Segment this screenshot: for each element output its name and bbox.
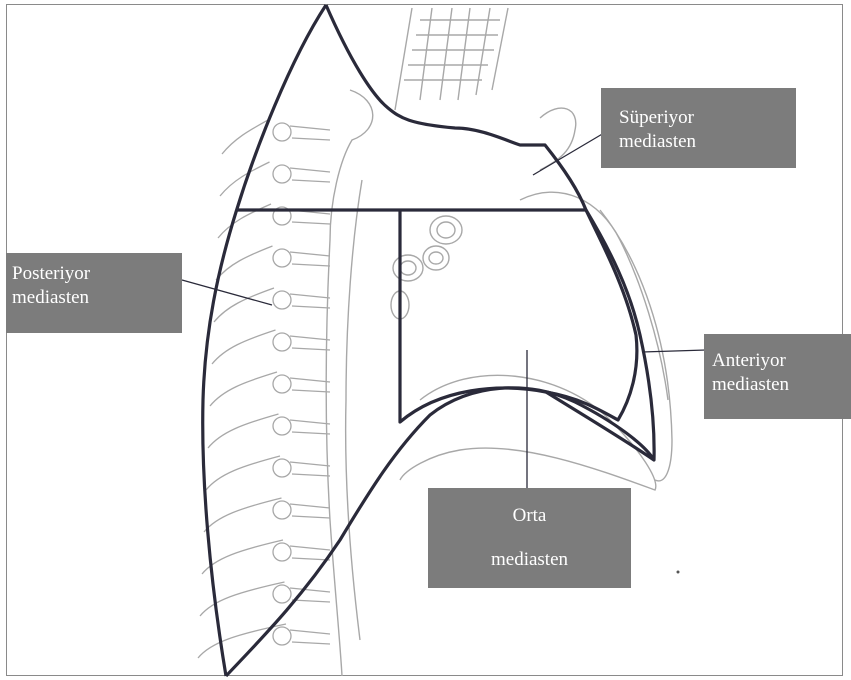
rib-sketch [206,456,330,490]
vertebra-sketch [273,417,291,435]
vertebra-sketch [273,249,291,267]
anterior-outline [546,210,654,460]
label-posterior-mediastinum: Posteriyor mediasten [6,253,182,333]
rib-sketch [210,372,330,406]
vertebra-sketch [273,123,291,141]
label-anterior-line1: Anteriyor [712,349,851,373]
vertebra-sketch [273,585,291,603]
vertebra-sketch [273,627,291,645]
rib-sketch [212,330,330,364]
speck-dot [677,571,680,574]
vertebra-sketch [273,501,291,519]
label-middle-mediastinum: Orta mediasten [428,488,631,588]
label-middle-line1: Orta [428,504,631,528]
posterior-outline [203,5,326,676]
vertebra-sketch [273,459,291,477]
vertebra-sketch [273,165,291,183]
rib-sketch [202,540,330,574]
label-anterior-line2: mediasten [712,373,851,397]
rib-sketch [216,246,330,280]
label-superior-line1: Süperiyor [619,106,796,130]
leader-posterior [182,280,272,305]
rib-sketch [200,582,330,616]
label-middle-line2: mediasten [428,548,631,572]
sketch-ribs [198,120,330,658]
leader-superior [533,133,604,175]
vertebra-sketch [273,333,291,351]
vertebra-sketch [273,543,291,561]
vertebra-sketch [273,375,291,393]
vertebra-sketch [273,291,291,309]
label-posterior-line1: Posteriyor [12,262,182,286]
leader-anterior [642,350,706,352]
rib-sketch [208,414,330,448]
label-superior-line2: mediasten [619,130,796,154]
rib-sketch [204,498,330,532]
label-posterior-line2: mediasten [12,286,182,310]
label-superior-mediastinum: Süperiyor mediasten [601,88,796,168]
label-anterior-mediastinum: Anteriyor mediasten [704,334,851,419]
